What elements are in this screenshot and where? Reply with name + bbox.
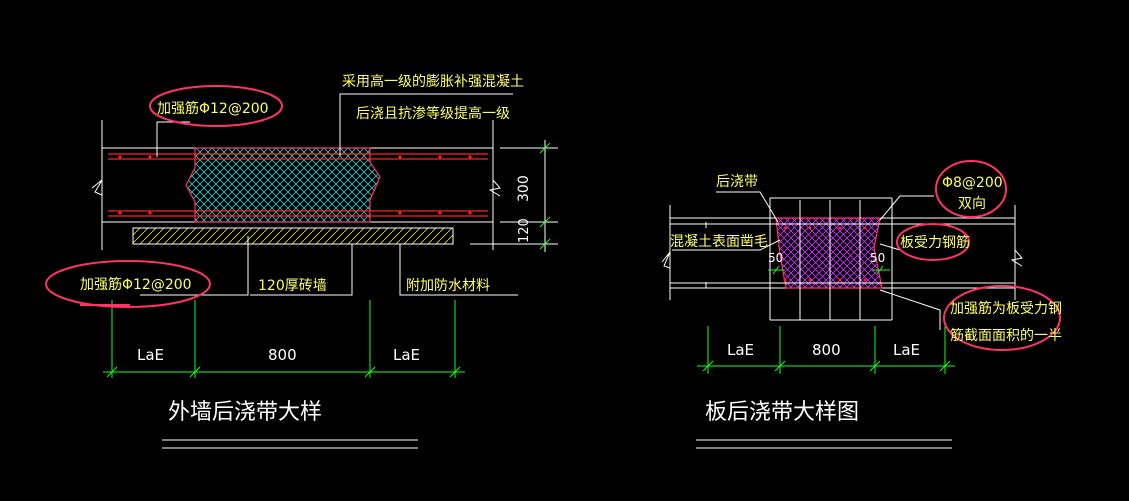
reinforce-note-line2: 筋截面面积的一半 [950,327,1062,344]
rebar-spec-sub: 双向 [958,196,986,212]
slab-rebar-dots [783,226,867,282]
waterproof-label: 附加防水材料 [406,278,490,294]
top-rebar-label: 加强筋Φ12@200 [157,100,269,117]
right-detail-title: 板后浇带大样图 [705,400,859,425]
markup-ellipse-reinforce-note [943,285,1061,351]
slab-50-dims [768,265,890,275]
slab-rebars [670,200,1015,320]
post-pour-concrete-hatch [185,147,381,223]
wall-post-pour-detail: 采用高一级的膨胀补强混凝土 后浇且抗渗等级提高一级 加强筋Φ12@200 加强筋… [45,73,558,449]
dim-50-left: 50 [768,251,783,265]
markup-ellipse-rebar-spec [935,160,1007,218]
dim-300: 300 [516,175,532,202]
rebar-dots [118,155,472,215]
slab-post-pour-detail: 后浇带 Φ8@200 双向 混凝土表面凿毛 板受力钢筋 50 50 加强筋为板受… [661,160,1062,449]
bottom-rebar-label: 加强筋Φ12@200 [80,276,192,293]
reinforce-note-line1: 加强筋为板受力钢 [950,300,1062,317]
dim-50-right: 50 [870,251,885,265]
slab-dim-lae-right: LaE [893,341,920,359]
wall-vertical-dimension [470,140,558,252]
concrete-note-line1: 采用高一级的膨胀补强混凝土 [342,73,524,90]
left-detail-title: 外墙后浇带大样 [168,400,322,425]
slab-dim-800: 800 [812,341,841,359]
rebar-spec-label: Φ8@200 [942,175,1003,191]
post-pour-label: 后浇带 [716,174,758,190]
markup-ellipse-slab-rebar [896,223,970,261]
dim-120: 120 [517,218,532,243]
concrete-note-line2: 后浇且抗渗等级提高一级 [356,105,510,122]
markup-ellipse-top-rebar [149,85,283,127]
slab-leaders [672,191,941,330]
slab-rebar-label: 板受力钢筋 [900,234,970,251]
left-title-underline [162,439,418,449]
red-markups [45,85,283,308]
slab-horizontal-dimension [697,326,955,374]
right-title-underline [696,439,952,449]
markup-ellipse-bottom-rebar [45,260,211,308]
slab-dim-lae-left: LaE [727,341,754,359]
wall-horizontal-dimension [103,300,465,378]
dim-lae-right: LaE [393,346,420,364]
slab-post-pour-hatch [775,217,883,289]
slab-red-markups [896,160,1061,351]
wall-rebars [108,153,488,217]
brick-wall-strip [132,227,454,245]
brick-wall-label: 120厚砖墙 [258,278,327,294]
dim-lae-left: LaE [137,346,164,364]
surface-roughen-label: 混凝土表面凿毛 [670,234,768,250]
dim-800: 800 [268,346,297,364]
